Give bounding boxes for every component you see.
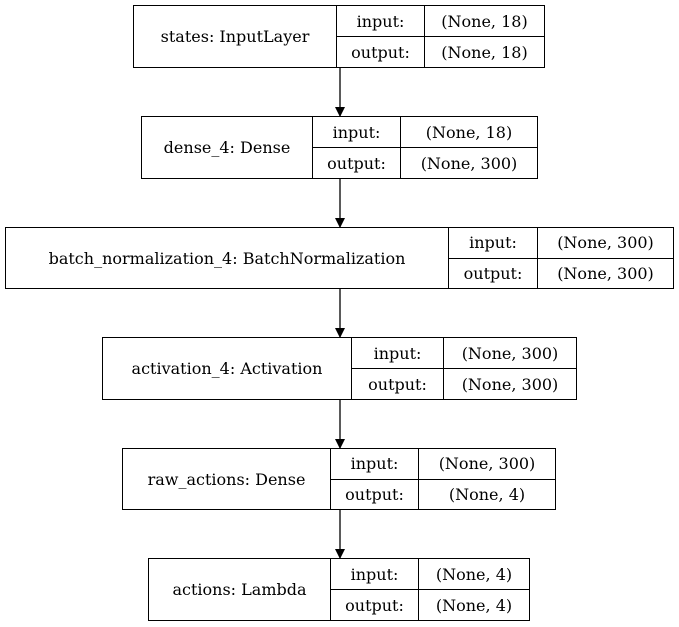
output-shape: (None, 4) xyxy=(448,484,526,504)
layer-name: raw_actions: Dense xyxy=(123,449,331,509)
layer-node-actions: actions: Lambda input: output: (None, 4)… xyxy=(148,558,530,621)
input-shape: (None, 300) xyxy=(444,338,576,369)
layer-node-batch-normalization-4: batch_normalization_4: BatchNormalizatio… xyxy=(5,227,674,289)
io-shapes: (None, 18) (None, 300) xyxy=(401,117,537,178)
output-shape: (None, 300) xyxy=(557,263,654,283)
layer-node-dense-4: dense_4: Dense input: output: (None, 18)… xyxy=(141,116,538,179)
layer-name: actions: Lambda xyxy=(149,559,331,620)
input-label: input: xyxy=(331,559,418,590)
input-shape: (None, 300) xyxy=(419,449,555,480)
output-shape: (None, 300) xyxy=(420,153,518,173)
layer-name: dense_4: Dense xyxy=(142,117,313,178)
output-shape: (None, 4) xyxy=(435,595,513,615)
io-shapes: (None, 18) (None, 18) xyxy=(425,6,544,67)
io-labels: input: output: xyxy=(313,117,401,178)
output-label: output: xyxy=(351,42,410,62)
layer-node-states: states: InputLayer input: output: (None,… xyxy=(133,5,545,68)
output-shape: (None, 18) xyxy=(441,42,528,62)
io-shapes: (None, 4) (None, 4) xyxy=(419,559,529,620)
output-shape: (None, 300) xyxy=(461,374,559,394)
input-label: input: xyxy=(313,117,400,148)
input-label: input: xyxy=(449,228,537,259)
input-label: input: xyxy=(352,338,443,369)
io-shapes: (None, 300) (None, 300) xyxy=(444,338,576,399)
output-label: output: xyxy=(345,484,404,504)
input-shape: (None, 4) xyxy=(419,559,529,590)
io-labels: input: output: xyxy=(352,338,444,399)
io-labels: input: output: xyxy=(449,228,538,288)
io-labels: input: output: xyxy=(331,559,419,620)
input-label: input: xyxy=(331,449,418,480)
output-label: output: xyxy=(368,374,427,394)
input-shape: (None, 18) xyxy=(425,6,544,37)
layer-name: states: InputLayer xyxy=(134,6,337,67)
input-label: input: xyxy=(337,6,424,37)
layer-name: activation_4: Activation xyxy=(103,338,352,399)
io-shapes: (None, 300) (None, 4) xyxy=(419,449,555,509)
layer-name: batch_normalization_4: BatchNormalizatio… xyxy=(6,228,449,288)
layer-node-raw-actions: raw_actions: Dense input: output: (None,… xyxy=(122,448,556,510)
input-shape: (None, 300) xyxy=(538,228,673,259)
input-shape: (None, 18) xyxy=(401,117,537,148)
output-label: output: xyxy=(327,153,386,173)
io-labels: input: output: xyxy=(331,449,419,509)
io-shapes: (None, 300) (None, 300) xyxy=(538,228,673,288)
output-label: output: xyxy=(463,263,523,283)
layer-node-activation-4: activation_4: Activation input: output: … xyxy=(102,337,577,400)
io-labels: input: output: xyxy=(337,6,425,67)
output-label: output: xyxy=(345,595,404,615)
